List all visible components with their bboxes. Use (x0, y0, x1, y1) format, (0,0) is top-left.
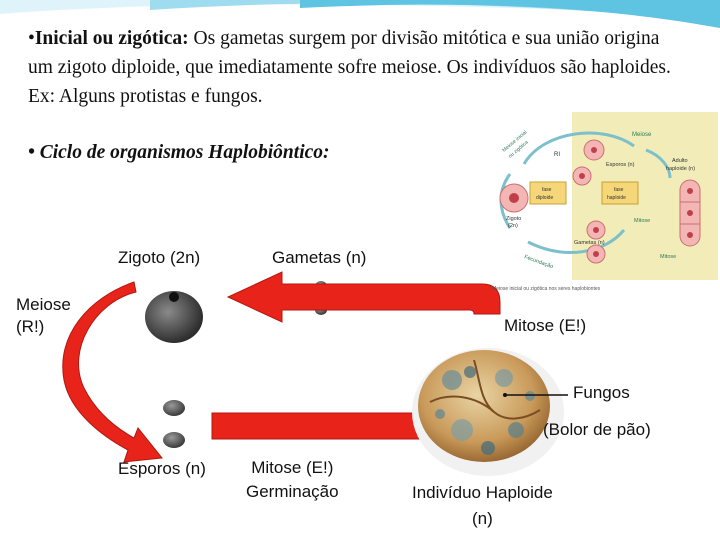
fungos-pointer-dot (503, 393, 507, 397)
inset-label-zigoto-2n: (2n) (508, 223, 518, 229)
bread-mold-image (412, 348, 564, 476)
zygote-nucleus (169, 292, 179, 302)
inset-cycle-arc (522, 131, 635, 165)
label-germinacao: Germinação (246, 482, 339, 501)
inset-label-fase-h1: fase (614, 187, 624, 193)
inset-label-esporos: Esporos (n) (606, 162, 635, 168)
inset-label-fase-d2: diploide (536, 195, 553, 201)
intro-paragraph: •Inicial ou zigótica: Os gametas surgem … (28, 24, 688, 111)
label-esporos: Esporos (n) (118, 459, 206, 478)
cycle-heading: • Ciclo de organismos Haplobiôntico: (28, 142, 330, 163)
mitosis-arrow-top (226, 271, 501, 323)
textbook-inset-figure: Meiose inicial ou zigótica RI Meiose Esp… (486, 112, 718, 292)
spore-cell (163, 432, 185, 448)
inset-label-gametas: Gametas (n) (574, 240, 605, 246)
label-individuo-line2: (n) (472, 509, 493, 528)
inset-label-meiose: Meiose (632, 132, 652, 138)
label-mitose-top: Mitose (E!) (504, 316, 587, 335)
header-swoosh (0, 0, 720, 28)
inset-label-fase-d1: fase (542, 187, 552, 193)
label-gametas: Gametas (n) (272, 248, 367, 267)
label-meiose: Meiose (R!) (16, 294, 71, 338)
inset-label-adulto: Adulto (672, 158, 688, 164)
inset-phase-diploid-box (529, 181, 567, 205)
intro-text: Os gametas surgem por divisão mitótica e… (28, 28, 671, 107)
label-meiose-line1: Meiose (16, 295, 71, 314)
intro-term: Inicial ou zigótica: (34, 28, 189, 49)
inset-cycle-arc (645, 148, 672, 179)
inset-label-mitose-2: Mitose (634, 218, 650, 224)
inset-caption: Meiose inicial ou zigótica nos seres hap… (492, 286, 601, 292)
inset-label-haploide: haploide (n) (666, 166, 695, 172)
label-bolor: (Bolor de pão) (543, 420, 651, 439)
label-zigoto: Zigoto (2n) (118, 248, 201, 267)
inset-phase-haploid-box (601, 181, 639, 205)
meiosis-arrow (62, 281, 163, 463)
label-fungos: Fungos (573, 383, 630, 402)
inset-label-mitose-1: Mitose (660, 254, 676, 260)
spore-cell (163, 400, 185, 416)
label-individuo-line1: Indivíduo Haploide (412, 483, 553, 502)
label-mitose-germinacao: Mitose (E!) Germinação (246, 456, 339, 504)
label-mitose-bottom: Mitose (E!) (251, 458, 334, 477)
zygote-cell (145, 291, 203, 343)
label-individuo: Indivíduo Haploide (n) (412, 480, 553, 532)
inset-label-zigoto: Zigoto (506, 216, 521, 222)
inset-label-ri: RI (554, 152, 560, 158)
label-meiose-line2: (R!) (16, 317, 45, 336)
inset-cycle-arc (527, 229, 626, 254)
inset-label-fase-h2: haploide (607, 195, 626, 201)
intro-bullet: • (28, 28, 35, 49)
